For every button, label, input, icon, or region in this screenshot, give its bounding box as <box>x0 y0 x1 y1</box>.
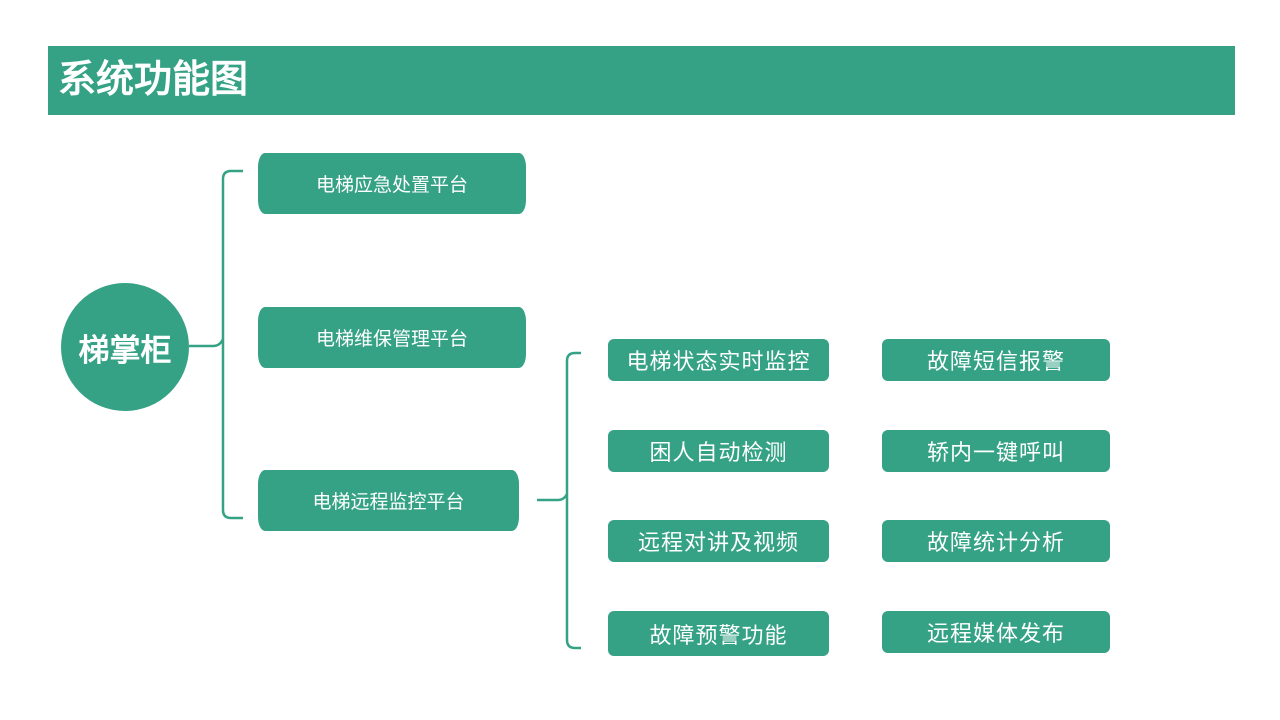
feature-label: 故障统计分析 <box>926 531 1065 556</box>
page-title: 系统功能图 <box>58 57 249 101</box>
feature-trapped-detection: 困人自动检测 <box>608 430 829 472</box>
platform-emergency: 电梯应急处置平台 <box>258 153 526 214</box>
platform-monitoring: 电梯远程监控平台 <box>258 470 519 531</box>
feature-label: 故障预警功能 <box>649 623 788 649</box>
platform-maintenance: 电梯维保管理平台 <box>258 307 526 368</box>
feature-one-key-call: 轿内一键呼叫 <box>882 430 1110 472</box>
platform-label: 电梯远程监控平台 <box>312 491 465 513</box>
feature-label: 故障短信报警 <box>926 350 1065 375</box>
platform-bracket <box>221 169 243 520</box>
title-bar: 系统功能图 <box>48 46 1235 115</box>
platform-label: 电梯维保管理平台 <box>315 328 468 350</box>
feature-status-monitoring: 电梯状态实时监控 <box>608 339 829 381</box>
feature-connector <box>537 493 569 502</box>
feature-fault-statistics: 故障统计分析 <box>882 520 1110 562</box>
root-label: 梯掌柜 <box>78 332 172 369</box>
root-node: 梯掌柜 <box>61 283 189 411</box>
feature-label: 电梯状态实时监控 <box>626 350 811 375</box>
feature-bracket <box>565 351 581 650</box>
feature-intercom-video: 远程对讲及视频 <box>608 520 829 562</box>
feature-label: 远程对讲及视频 <box>637 531 799 556</box>
feature-sms-alarm: 故障短信报警 <box>882 339 1110 381</box>
feature-label: 困人自动检测 <box>649 441 788 466</box>
feature-media-publish: 远程媒体发布 <box>882 611 1110 653</box>
feature-label: 远程媒体发布 <box>926 622 1065 647</box>
feature-label: 轿内一键呼叫 <box>926 441 1065 466</box>
platform-label: 电梯应急处置平台 <box>315 174 468 196</box>
feature-fault-warning: 故障预警功能 <box>608 611 829 656</box>
root-connector <box>189 338 225 348</box>
